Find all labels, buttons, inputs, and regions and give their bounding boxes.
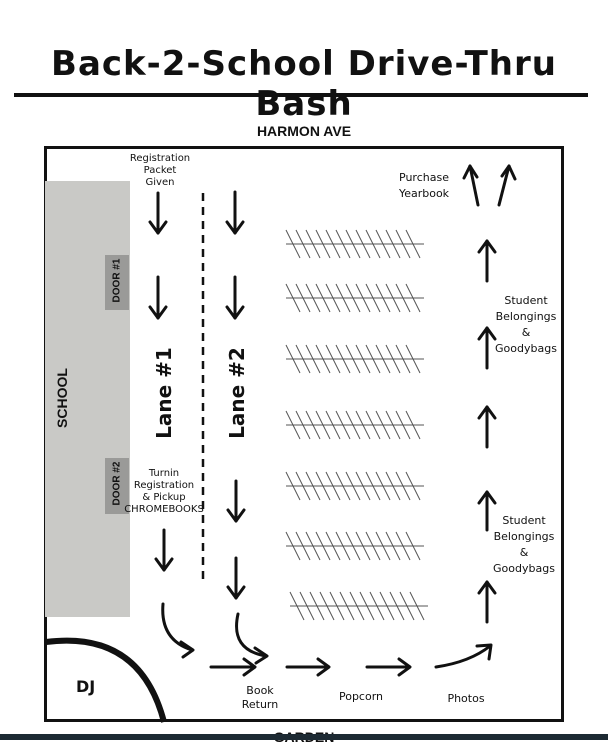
door-1 [105, 255, 129, 310]
lane-2-arrow [226, 556, 246, 600]
parking-row [285, 410, 424, 440]
dj-stage-arc [45, 637, 167, 723]
page-title: Back-2-School Drive-Thru Bash [51, 44, 557, 124]
lane-1-curve-arrow [161, 602, 195, 659]
note-line: Registration [129, 153, 191, 164]
lane-1-arrow [148, 275, 168, 320]
note-line: & [519, 546, 529, 559]
student-belongings-note-2: Student Belongings & Goodybags [489, 513, 559, 577]
lane-2-arrow [226, 479, 246, 523]
note-line: Yearbook [398, 187, 450, 200]
note-line: Registration [133, 480, 195, 491]
right-up-arrow [477, 490, 497, 532]
note-line: Belongings [493, 530, 555, 543]
note-line: CHROMEBOOKS [124, 504, 204, 515]
right-up-arrow [477, 580, 497, 624]
note-line: Turnin [148, 468, 180, 479]
street-label-top: HARMON AVE [256, 123, 352, 139]
bottom-arrow [365, 657, 412, 677]
door-2 [105, 458, 129, 514]
right-up-arrow [477, 239, 497, 283]
purchase-yearbook-note: Purchase Yearbook [386, 170, 462, 202]
photos-label: Photos [447, 692, 485, 705]
note-line: Purchase [399, 171, 449, 184]
turnin-note: Turnin Registration & Pickup CHROMEBOOKS [124, 468, 204, 516]
note-line: Goodybags [495, 342, 557, 355]
parking-row [285, 531, 424, 561]
note-line: & [521, 326, 531, 339]
exit-arrow [497, 164, 517, 207]
note-line: Return [241, 698, 279, 711]
note-line: Book [246, 684, 274, 697]
lane-1-arrow [148, 191, 168, 235]
parking-row [289, 591, 428, 621]
note-line: Belongings [495, 310, 557, 323]
lane-2-curve-arrow [235, 612, 269, 665]
right-up-arrow [477, 405, 497, 449]
parking-row [285, 283, 424, 313]
note-line: Student [502, 514, 546, 527]
window-bottom-bar [0, 734, 608, 740]
bottom-arrow [209, 657, 257, 677]
note-line: Given [145, 177, 175, 188]
student-belongings-note-1: Student Belongings & Goodybags [491, 293, 561, 357]
exit-arrow [462, 164, 480, 207]
bottom-arrow [285, 657, 331, 677]
parking-row [285, 229, 424, 259]
parking-row [285, 344, 424, 374]
parking-row [285, 471, 424, 501]
note-line: Student [504, 294, 548, 307]
parking-rows [285, 229, 428, 621]
note-line: & Pickup [142, 492, 186, 503]
note-line: Packet [143, 165, 177, 176]
lane-2-arrow [225, 190, 245, 235]
lane-2-arrow [225, 275, 245, 320]
book-return-label: Book Return [230, 684, 290, 712]
popcorn-label: Popcorn [338, 690, 384, 703]
title-divider [14, 93, 588, 97]
bottom-curve-arrow [434, 643, 493, 669]
school-building [45, 181, 130, 617]
right-up-arrow [477, 326, 497, 370]
dj-label: DJ [76, 677, 96, 696]
registration-packet-note: Registration Packet Given [120, 153, 200, 189]
note-line: Goodybags [493, 562, 555, 575]
lane-1-arrow [154, 528, 174, 572]
